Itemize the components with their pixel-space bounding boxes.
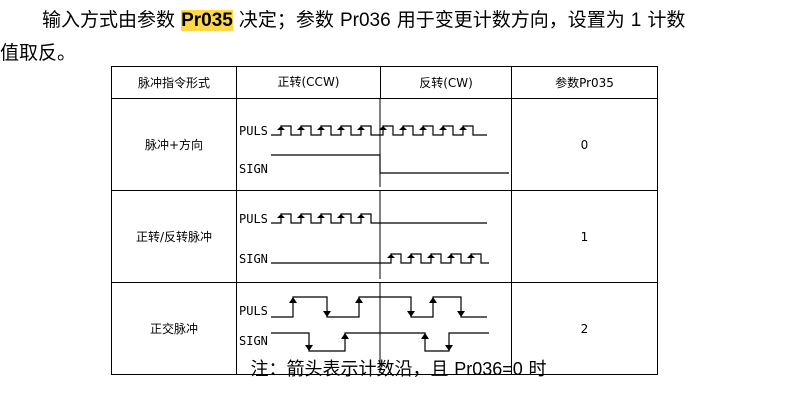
intro-text: 输入方式由参数 xyxy=(42,9,176,31)
intro-number: 1 xyxy=(630,10,642,31)
signal-label-sign: SIGN xyxy=(239,252,268,266)
table-row: 脉冲+方向 PULS SIGN 0 xyxy=(111,98,658,191)
waveform-cw-ccw: PULS SIGN xyxy=(239,191,489,279)
intro-text-mid: 决定；参数 xyxy=(238,9,334,31)
waveform-quadrature: PULS SIGN xyxy=(239,283,489,371)
row-waveform: PULS SIGN xyxy=(236,98,512,191)
intro-text-end: 计数 xyxy=(647,9,686,31)
row-param-value: 0 xyxy=(511,98,658,191)
row-param-value: 1 xyxy=(511,190,658,283)
puls-waveform xyxy=(271,125,487,136)
row-waveform: PULS SIGN xyxy=(236,190,512,283)
puls-waveform xyxy=(271,296,487,318)
rising-edge-arrows xyxy=(277,214,475,258)
signal-label-sign: SIGN xyxy=(239,162,268,176)
header-cw: 反转(CW) xyxy=(419,76,473,90)
signal-label-puls: PULS xyxy=(239,304,268,318)
header-mode: 脉冲指令形式 xyxy=(111,66,237,99)
row-mode-label: 脉冲+方向 xyxy=(111,98,237,191)
count-edge-arrows xyxy=(289,297,465,351)
intro-text-post: 用于变更计数方向，设置为 xyxy=(396,9,625,31)
signal-label-sign: SIGN xyxy=(239,334,268,348)
note-code: Pr036=0 xyxy=(454,359,523,379)
param-pr036: Pr036 xyxy=(339,10,391,31)
header-ccw: 正转(CCW) xyxy=(237,67,381,98)
sign-waveform xyxy=(271,253,489,264)
sign-waveform xyxy=(271,154,509,174)
rising-edge-arrows xyxy=(277,126,467,130)
pulse-mode-table: 脉冲指令形式 正转(CCW) 反转(CW) 参数Pr035 脉冲+方向 PULS… xyxy=(111,66,658,375)
row-param-value: 2 xyxy=(511,282,658,375)
signal-label-puls: PULS xyxy=(239,212,268,226)
table-row: 正交脉冲 PULS SIGN 2 xyxy=(111,282,658,375)
table-row: 正转/反转脉冲 PULS SIGN 1 xyxy=(111,190,658,283)
note-text-end: 时 xyxy=(528,359,547,380)
row-mode-label: 正转/反转脉冲 xyxy=(111,190,237,283)
intro-line-1: 输入方式由参数 Pr035 决定；参数 Pr036 用于变更计数方向，设置为 1… xyxy=(0,4,790,37)
row-mode-label: 正交脉冲 xyxy=(111,282,237,375)
signal-label-puls: PULS xyxy=(239,124,268,138)
waveform-pulse-direction: PULS SIGN xyxy=(239,99,509,187)
intro-line-2: 值取反。 xyxy=(0,42,77,64)
table-header-row: 脉冲指令形式 正转(CCW) 反转(CW) 参数Pr035 xyxy=(111,66,658,99)
footnote: 注：箭头表示计数沿，且 Pr036=0 时 xyxy=(0,355,797,381)
intro-paragraph: 输入方式由参数 Pr035 决定；参数 Pr036 用于变更计数方向，设置为 1… xyxy=(0,4,790,69)
puls-waveform xyxy=(271,213,487,224)
header-directions: 正转(CCW) 反转(CW) xyxy=(236,66,512,99)
sign-waveform xyxy=(271,332,489,352)
header-param: 参数Pr035 xyxy=(511,66,658,99)
param-pr035-highlight: Pr035 xyxy=(181,10,233,31)
note-text: 注：箭头表示计数沿，且 xyxy=(250,359,449,380)
